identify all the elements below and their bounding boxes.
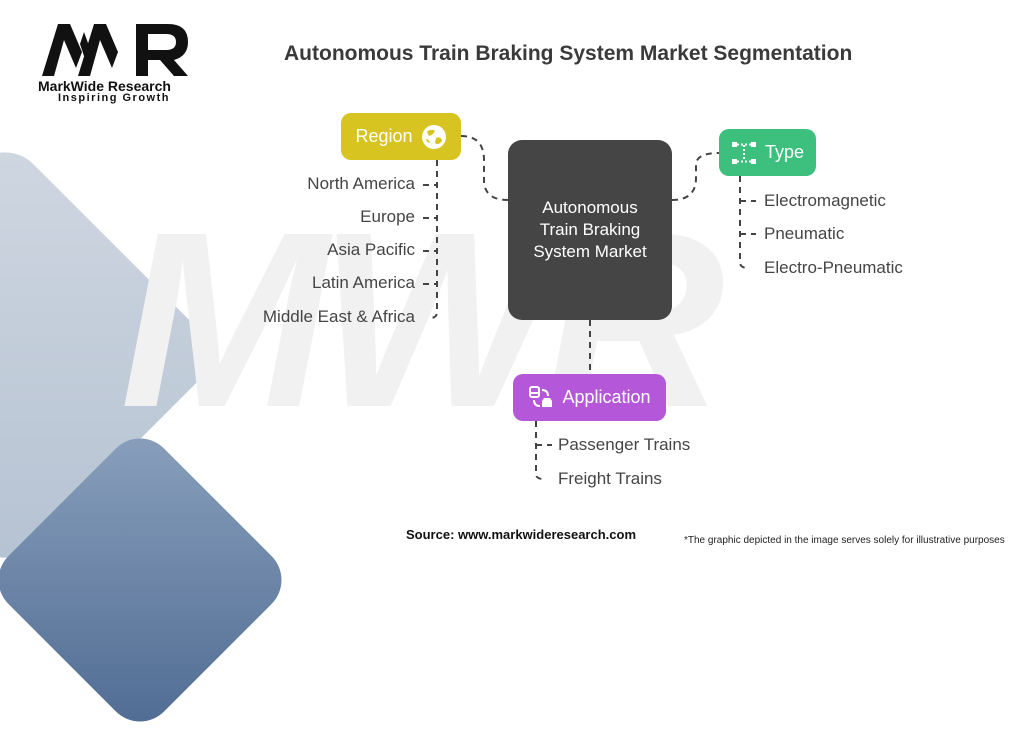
region-item: Middle East & Africa: [262, 307, 415, 326]
application-node: Application: [513, 374, 666, 421]
center-node: Autonomous Train Braking System Market: [508, 140, 672, 320]
page-title: Autonomous Train Braking System Market S…: [284, 42, 853, 65]
type-item: Electromagnetic: [764, 191, 886, 210]
brand-tagline: Inspiring Growth: [58, 92, 170, 104]
application-item: Freight Trains: [558, 469, 662, 488]
source-text: Source: www.markwideresearch.com: [406, 527, 637, 542]
connector-lines: [423, 135, 756, 480]
region-item: North America: [307, 174, 415, 193]
logo-mark: [42, 24, 188, 76]
train-car-transfer-icon: [529, 385, 553, 407]
region-item: Asia Pacific: [327, 240, 415, 259]
globe-icon: [421, 124, 446, 149]
application-label: Application: [562, 387, 651, 407]
region-item: Europe: [360, 207, 415, 226]
type-label: Type: [764, 142, 805, 162]
connector-region-items: [429, 160, 438, 319]
type-item: Electro-Pneumatic: [764, 258, 903, 277]
type-item: Pneumatic: [764, 224, 845, 243]
brand-name: MarkWide Research: [38, 78, 171, 94]
network-nodes-icon: [731, 141, 756, 164]
region-node: Region: [341, 113, 461, 160]
region-label: Region: [355, 126, 413, 146]
connector-region-center: [460, 135, 509, 201]
application-item: Passenger Trains: [558, 435, 691, 454]
center-node-label: Autonomous Train Braking System Market: [533, 198, 647, 261]
connector-type-items: [739, 176, 749, 269]
type-node: Type: [719, 129, 816, 176]
connector-app-items: [535, 421, 545, 480]
connector-type-center: [671, 152, 720, 201]
region-item: Latin America: [312, 273, 415, 292]
disclaimer-text: *The graphic depicted in the image serve…: [684, 535, 1005, 546]
